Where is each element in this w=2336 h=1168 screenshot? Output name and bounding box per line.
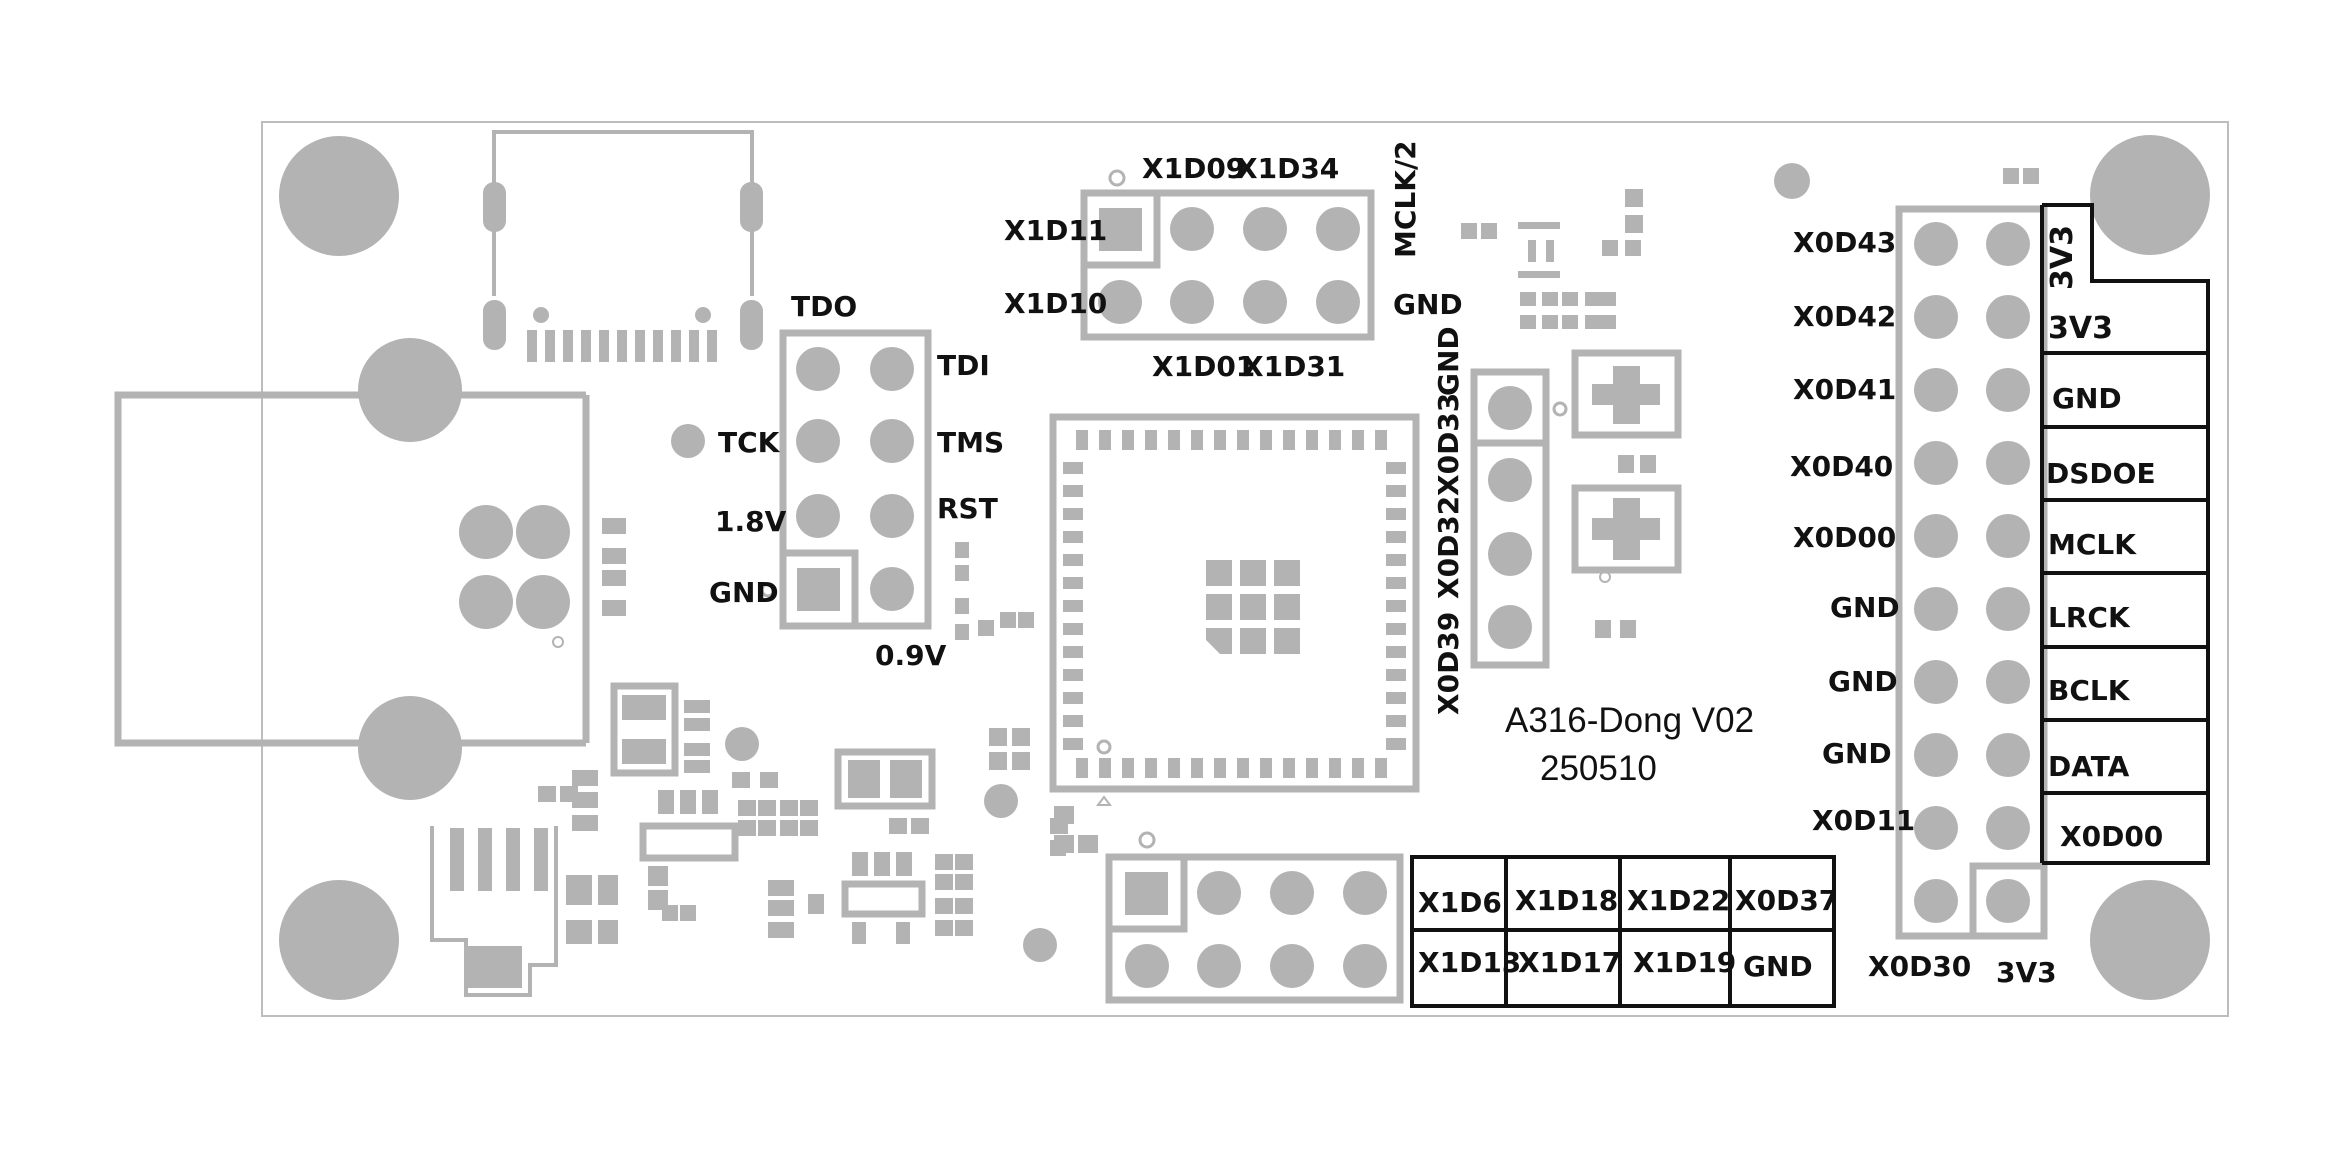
crystals	[1571, 349, 1682, 583]
bottom-cell-x1d22: X1D22	[1627, 884, 1730, 917]
rt-cell: LRCK	[2048, 601, 2131, 634]
jtag-tms-label: TMS	[937, 426, 1004, 459]
board-outline	[261, 121, 2229, 1017]
rh-x0d30-label: X0D30	[1868, 950, 1971, 983]
rt-cell: DATA	[2048, 750, 2130, 783]
main-ic	[1049, 413, 1420, 806]
x1d09-label: X1D09	[1142, 152, 1245, 185]
mclk2-label: MCLK/2	[1389, 140, 1422, 258]
bottom-cell-x1d17: X1D17	[1518, 946, 1621, 979]
mounting-holes	[279, 135, 2210, 1000]
bottom-cell-x1d13: X1D13	[1418, 946, 1521, 979]
rh-left-label: X0D41	[1793, 373, 1896, 406]
x0d33-label: X0D33	[1432, 393, 1465, 496]
bottom-cell-x0d37: X0D37	[1735, 884, 1838, 917]
x0-header	[1470, 368, 1568, 669]
jtag-header	[760, 329, 932, 630]
jtag-1v8-label: 1.8V	[715, 505, 787, 538]
bottom-header	[1105, 831, 1404, 1004]
rh-3v3-bottom-label: 3V3	[1996, 956, 2057, 989]
bottom-label-table	[1410, 855, 1836, 1008]
rt-cell: GND	[2052, 382, 2122, 415]
rh-left-label: GND	[1822, 737, 1892, 770]
rt-cell: MCLK	[2048, 528, 2137, 561]
x0-gnd-label: GND	[1432, 326, 1465, 396]
x1-header	[1080, 169, 1375, 341]
rt-cell: DSDOE	[2046, 457, 2156, 490]
rt-cell: 3V3	[2048, 311, 2113, 346]
jtag-tdo-label: TDO	[791, 290, 857, 323]
usb-c-connector	[483, 130, 763, 362]
rt-cell: BCLK	[2048, 674, 2131, 707]
x1d10-label: X1D10	[1004, 287, 1107, 320]
x0d39-label: X0D39	[1432, 612, 1465, 715]
power-passives	[538, 700, 1068, 944]
x1d31-label: X1D31	[1242, 350, 1345, 383]
power-section	[610, 682, 1057, 962]
jtag-rst-label: RST	[937, 492, 998, 525]
x0d32-label: X0D32	[1432, 496, 1465, 599]
rh-left-label: X0D42	[1793, 300, 1896, 333]
jtag-0v9-label: 0.9V	[875, 639, 947, 672]
left-connector	[114, 338, 626, 800]
bottom-cell-gnd: GND	[1743, 950, 1813, 983]
bottom-cell-x1d6: X1D6	[1418, 886, 1502, 919]
x1d34-label: X1D34	[1236, 152, 1339, 185]
rh-left-label: GND	[1830, 591, 1900, 624]
jtag-tdi-label: TDI	[937, 349, 990, 382]
x1d01-label: X1D01	[1152, 350, 1255, 383]
rt-3v3-rotated: 3V3	[2045, 225, 2080, 290]
board-name: A316-Dong V02	[1505, 701, 1754, 740]
board-date: 250510	[1540, 749, 1657, 788]
bottom-cell-x1d18: X1D18	[1515, 884, 1618, 917]
rt-cell: X0D00	[2060, 820, 2163, 853]
x1-gnd-label: GND	[1393, 288, 1463, 321]
rh-left-label: X0D43	[1793, 226, 1896, 259]
rh-left-label: GND	[1828, 665, 1898, 698]
jtag-gnd-label: GND	[709, 576, 779, 609]
card-slot	[430, 826, 558, 997]
rh-left-label: X0D40	[1790, 450, 1893, 483]
right-header	[1895, 205, 2048, 940]
rh-left-label: X0D11	[1812, 804, 1915, 837]
right-label-table	[2040, 203, 2210, 865]
jtag-tck-label: TCK	[718, 426, 781, 459]
bottom-cell-x1d19: X1D19	[1633, 946, 1736, 979]
x1d11-label: X1D11	[1004, 214, 1107, 247]
rh-left-label: X0D00	[1793, 521, 1896, 554]
passives	[955, 168, 2039, 853]
